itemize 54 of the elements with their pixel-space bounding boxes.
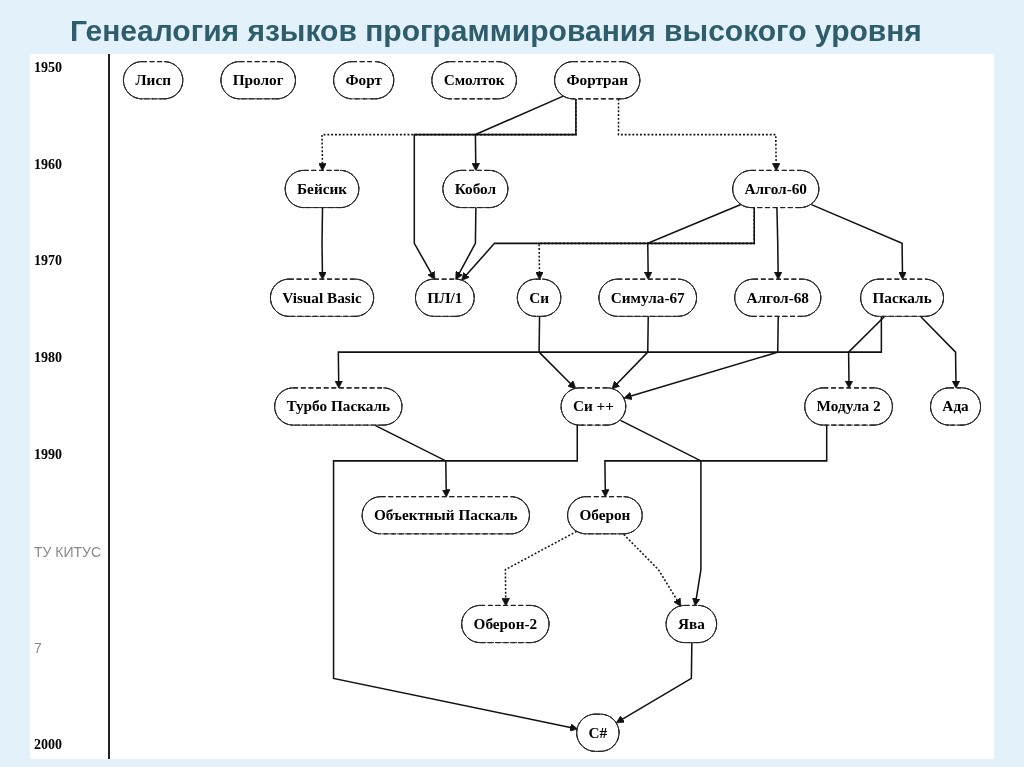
arrow bbox=[334, 315, 883, 389]
language-ellipse: Симула-67 bbox=[598, 278, 698, 317]
language-ellipse: Алгол-60 bbox=[732, 169, 820, 209]
arrow bbox=[535, 206, 755, 280]
arrow bbox=[455, 207, 477, 280]
language-ellipse: Си bbox=[516, 278, 562, 317]
language-ellipse: Ада bbox=[930, 387, 982, 426]
arrow bbox=[622, 533, 682, 607]
language-ellipse: Турбо Паскаль bbox=[274, 387, 403, 426]
language-ellipse: Смолток bbox=[431, 61, 517, 100]
year-label: 1980 bbox=[34, 350, 63, 367]
arrow bbox=[623, 316, 779, 400]
arrow bbox=[471, 95, 564, 172]
slide-title: Генеалогия языков программирования высокого уровня bbox=[70, 14, 923, 48]
arrow bbox=[920, 316, 961, 389]
language-ellipse: Кобол bbox=[442, 169, 509, 209]
arrow bbox=[611, 316, 649, 390]
language-ellipse: Лисп bbox=[122, 61, 184, 100]
language-ellipse: Оберон-2 bbox=[461, 604, 550, 644]
language-ellipse: Алгол-68 bbox=[734, 278, 822, 317]
arrow bbox=[615, 642, 693, 724]
arrow bbox=[413, 98, 577, 280]
footer-text: ТУ КИТУС bbox=[34, 543, 103, 560]
arrow bbox=[844, 316, 886, 389]
arrow bbox=[617, 98, 781, 172]
year-label: 1990 bbox=[34, 446, 63, 463]
year-label: 1950 bbox=[34, 60, 63, 76]
arrow bbox=[643, 203, 742, 280]
arrow bbox=[538, 316, 577, 390]
language-ellipse: Бейсик bbox=[284, 169, 360, 209]
arrow bbox=[332, 424, 579, 732]
year-label: 1970 bbox=[34, 253, 63, 270]
language-ellipse: Си ++ bbox=[560, 387, 627, 426]
language-ellipse: Форт bbox=[333, 61, 395, 100]
language-ellipse: C# bbox=[576, 713, 620, 752]
arrow bbox=[773, 207, 783, 280]
year-label: 1960 bbox=[34, 156, 63, 173]
footer-text: 7 bbox=[34, 640, 43, 657]
language-ellipse: Объектный Паскаль bbox=[361, 496, 530, 535]
arrow bbox=[601, 424, 828, 498]
language-ellipse: Visual Basic bbox=[269, 278, 375, 317]
arrow bbox=[619, 419, 702, 607]
arrow bbox=[810, 203, 907, 280]
language-ellipse: Пролог bbox=[220, 61, 296, 100]
language-ellipse: Оберон bbox=[567, 496, 643, 535]
arrow bbox=[318, 207, 327, 280]
language-ellipse: ПЛ/1 bbox=[415, 278, 475, 317]
year-label: 2000 bbox=[34, 736, 63, 753]
language-ellipse: Ява bbox=[665, 604, 718, 644]
language-ellipse: Модула 2 bbox=[804, 387, 893, 426]
arrow bbox=[374, 424, 451, 498]
arrow bbox=[501, 530, 578, 607]
language-ellipse: Паскаль bbox=[860, 278, 944, 317]
language-ellipse: Фортран bbox=[554, 61, 641, 100]
